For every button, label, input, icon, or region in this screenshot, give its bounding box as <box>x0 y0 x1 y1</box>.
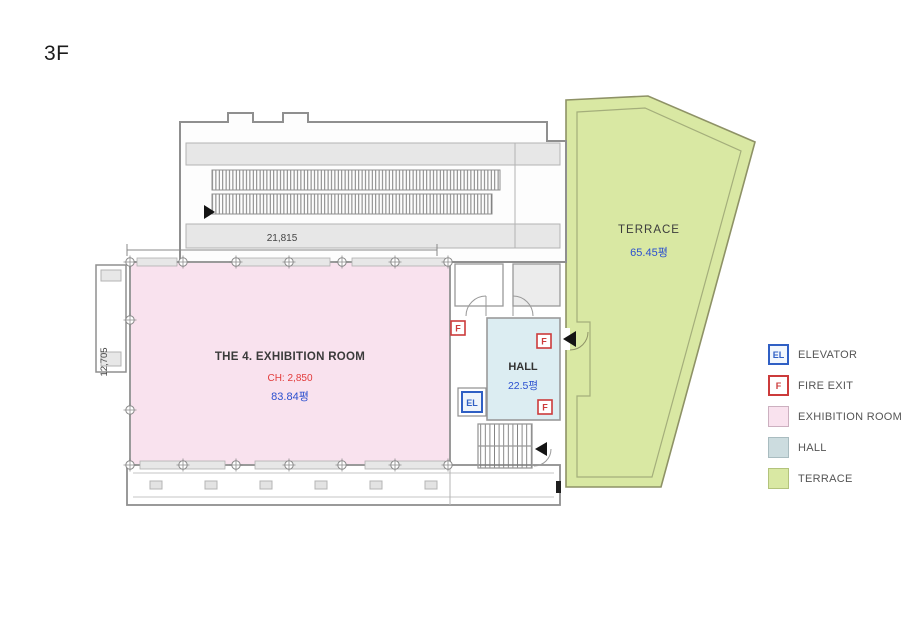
door-arrow <box>563 331 576 347</box>
width-dimension-label: 21,815 <box>267 233 298 244</box>
fire-exit-icon: F <box>537 399 553 415</box>
svg-text:F: F <box>541 337 547 347</box>
terrace-label: TERRACE <box>618 224 680 236</box>
exhibition-room-area: THE 4. EXHIBITION ROOM CH: 2,850 83.84평 <box>123 255 455 472</box>
fire-exit-icon: F <box>450 320 466 336</box>
legend: EL ELEVATOR F FIRE EXIT EXHIBITION ROOM … <box>768 344 902 489</box>
stairs <box>477 423 552 469</box>
fire-exit-icon: F <box>768 375 789 396</box>
hall-label: HALL <box>508 361 538 373</box>
hall-swatch <box>768 437 789 458</box>
ceiling-height-label: CH: 2,850 <box>267 373 312 384</box>
legend-item-hall: HALL <box>768 437 902 458</box>
upper-hall <box>179 112 567 263</box>
lower-wing <box>126 464 561 506</box>
escalator <box>211 169 501 191</box>
exhibition-room-label: THE 4. EXHIBITION ROOM <box>215 351 365 363</box>
service-rooms <box>454 263 561 317</box>
legend-item-terrace: TERRACE <box>768 468 902 489</box>
exhibition-room-swatch <box>768 406 789 427</box>
width-dimension: 21,815 <box>126 233 438 256</box>
floor-title: 3F <box>44 42 70 65</box>
elevator-icon: EL <box>768 344 789 365</box>
terrace-door <box>561 328 589 351</box>
escalator <box>211 193 493 215</box>
svg-text:EL: EL <box>466 398 478 408</box>
legend-item-fire-exit: F FIRE EXIT <box>768 375 902 396</box>
legend-label: FIRE EXIT <box>798 379 854 392</box>
legend-label: TERRACE <box>798 472 853 485</box>
svg-text:F: F <box>542 403 548 413</box>
legend-item-elevator: EL ELEVATOR <box>768 344 902 365</box>
legend-label: HALL <box>798 441 827 454</box>
hall-area-label: 22.5평 <box>508 380 538 392</box>
elevator-icon: EL <box>457 387 487 417</box>
terrace-swatch <box>768 468 789 489</box>
legend-label: EXHIBITION ROOM <box>798 410 903 423</box>
legend-label: ELEVATOR <box>798 348 858 361</box>
fire-exit-icon: F <box>536 333 552 349</box>
terrace-area: TERRACE 65.45평 <box>565 95 756 488</box>
exhibition-area-label: 83.84평 <box>271 390 309 403</box>
door-arrow <box>535 442 547 456</box>
terrace-area-label: 65.45평 <box>630 246 668 259</box>
left-annex <box>95 264 127 373</box>
height-dimension-label: 12,705 <box>99 347 110 376</box>
legend-item-exhibition-room: EXHIBITION ROOM <box>768 406 902 427</box>
svg-text:F: F <box>455 324 461 334</box>
direction-arrow <box>204 205 215 219</box>
